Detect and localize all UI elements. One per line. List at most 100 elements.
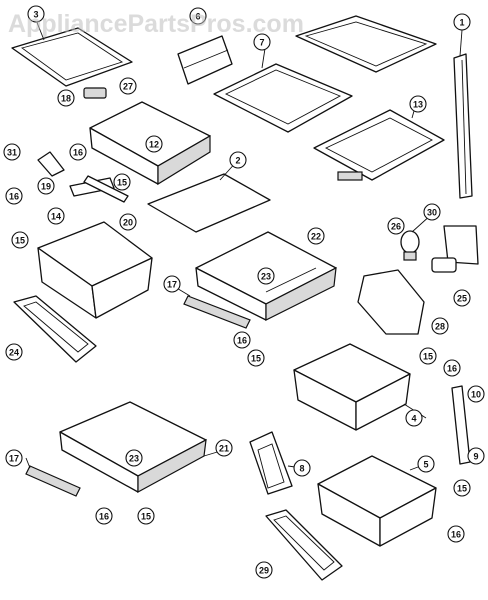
callout-20[interactable]: 20 [119, 213, 137, 231]
callout-circle [119, 77, 137, 95]
part-24-drawer-front[interactable] [13, 295, 97, 363]
part-18-clip[interactable] [83, 87, 107, 99]
callout-label: 2 [235, 156, 240, 166]
callout-23[interactable]: 23 [257, 267, 275, 285]
part-26-light-bulb[interactable] [400, 230, 420, 261]
callout-28[interactable]: 28 [431, 317, 449, 335]
callout-circle [255, 561, 273, 579]
callout-17-2[interactable]: 17 [5, 449, 23, 467]
callout-circle [163, 275, 181, 293]
callout-circle [417, 455, 435, 473]
callout-21[interactable]: 21 [215, 439, 233, 457]
callout-16-3[interactable]: 16 [233, 331, 251, 349]
part-27-cover-assembly[interactable] [89, 101, 211, 186]
part-29-drawer-front[interactable] [265, 509, 343, 581]
callout-22[interactable]: 22 [307, 227, 325, 245]
callout-label: 14 [51, 212, 61, 222]
callout-circle [69, 143, 87, 161]
callout-27[interactable]: 27 [119, 77, 137, 95]
callout-circle [47, 207, 65, 225]
callout-label: 3 [33, 10, 38, 20]
callout-17[interactable]: 17 [163, 275, 181, 293]
callout-label: 16 [9, 192, 19, 202]
callout-label: 16 [451, 530, 461, 540]
part-17-slide-rail[interactable] [183, 295, 251, 329]
callout-circle [431, 317, 449, 335]
callout-circle [215, 439, 233, 457]
callout-23-2[interactable]: 23 [125, 449, 143, 467]
callout-26[interactable]: 26 [387, 217, 405, 235]
callout-12[interactable]: 12 [145, 135, 163, 153]
callout-label: 23 [261, 272, 271, 282]
callout-label: 1 [459, 18, 464, 28]
callout-9[interactable]: 9 [467, 447, 485, 465]
callout-10[interactable]: 10 [467, 385, 485, 403]
callout-circle [145, 135, 163, 153]
callout-circle [467, 385, 485, 403]
callout-30[interactable]: 30 [423, 203, 441, 221]
callout-14[interactable]: 14 [47, 207, 65, 225]
callout-16-6[interactable]: 16 [95, 507, 113, 525]
callout-13[interactable]: 13 [409, 95, 427, 113]
part-31-bracket[interactable] [37, 151, 65, 177]
part-10-trim[interactable] [451, 385, 471, 465]
callout-circle [257, 267, 275, 285]
part-13-shelf-assembly[interactable] [313, 109, 445, 181]
callout-3[interactable]: 3 [27, 5, 45, 23]
callout-4[interactable]: 4 [405, 409, 423, 427]
callout-16[interactable]: 16 [69, 143, 87, 161]
callout-circle [11, 231, 29, 249]
callout-16-4[interactable]: 16 [443, 359, 461, 377]
callout-18[interactable]: 18 [57, 89, 75, 107]
callout-circle [37, 177, 55, 195]
callout-29[interactable]: 29 [255, 561, 273, 579]
callout-7[interactable]: 7 [253, 33, 271, 51]
callout-label: 12 [149, 140, 159, 150]
callout-8[interactable]: 8 [293, 459, 311, 477]
callout-2[interactable]: 2 [229, 151, 247, 169]
part-3-shelf[interactable] [11, 27, 133, 87]
part-7-shelf[interactable] [213, 63, 353, 133]
part-28-housing[interactable] [357, 269, 425, 335]
callout-16-5[interactable]: 16 [447, 525, 465, 543]
part-6-bracket[interactable] [177, 35, 233, 85]
callout-31[interactable]: 31 [3, 143, 21, 161]
callout-label: 17 [167, 280, 177, 290]
callout-24[interactable]: 24 [5, 343, 23, 361]
callout-6[interactable]: 6 [189, 7, 207, 25]
part-21-pan-cover[interactable] [59, 401, 207, 494]
callout-label: 17 [9, 454, 19, 464]
part-25-socket[interactable] [431, 257, 457, 273]
part-8-cover-plate[interactable] [249, 431, 293, 495]
callout-15-2[interactable]: 15 [11, 231, 29, 249]
callout-circle [233, 331, 251, 349]
callout-16-2[interactable]: 16 [5, 187, 23, 205]
callout-19[interactable]: 19 [37, 177, 55, 195]
callout-15-4[interactable]: 15 [419, 347, 437, 365]
callout-15-6[interactable]: 15 [137, 507, 155, 525]
callout-label: 18 [61, 94, 71, 104]
callout-25[interactable]: 25 [453, 289, 471, 307]
part-5-drawer[interactable] [317, 455, 437, 547]
callout-circle [447, 525, 465, 543]
callout-circle [247, 349, 265, 367]
part-17-slide-rail-lower[interactable] [25, 465, 81, 497]
callout-label: 28 [435, 322, 445, 332]
part-30-light-cover[interactable] [443, 225, 479, 265]
part-2-glass-panel[interactable] [147, 173, 271, 233]
callout-1[interactable]: 1 [453, 13, 471, 31]
callout-5[interactable]: 5 [417, 455, 435, 473]
part-14-crisper-drawer[interactable] [37, 221, 153, 319]
callout-circle [27, 5, 45, 23]
callout-label: 31 [7, 148, 17, 158]
callout-label: 29 [259, 566, 269, 576]
callout-15-3[interactable]: 15 [247, 349, 265, 367]
callout-15[interactable]: 15 [113, 173, 131, 191]
part-1-rail[interactable] [453, 53, 473, 199]
callout-label: 16 [73, 148, 83, 158]
part-top-shelf[interactable] [295, 15, 437, 73]
part-4-drawer[interactable] [293, 343, 411, 431]
part-20-rail[interactable] [83, 175, 129, 203]
callout-15-5[interactable]: 15 [453, 479, 471, 497]
